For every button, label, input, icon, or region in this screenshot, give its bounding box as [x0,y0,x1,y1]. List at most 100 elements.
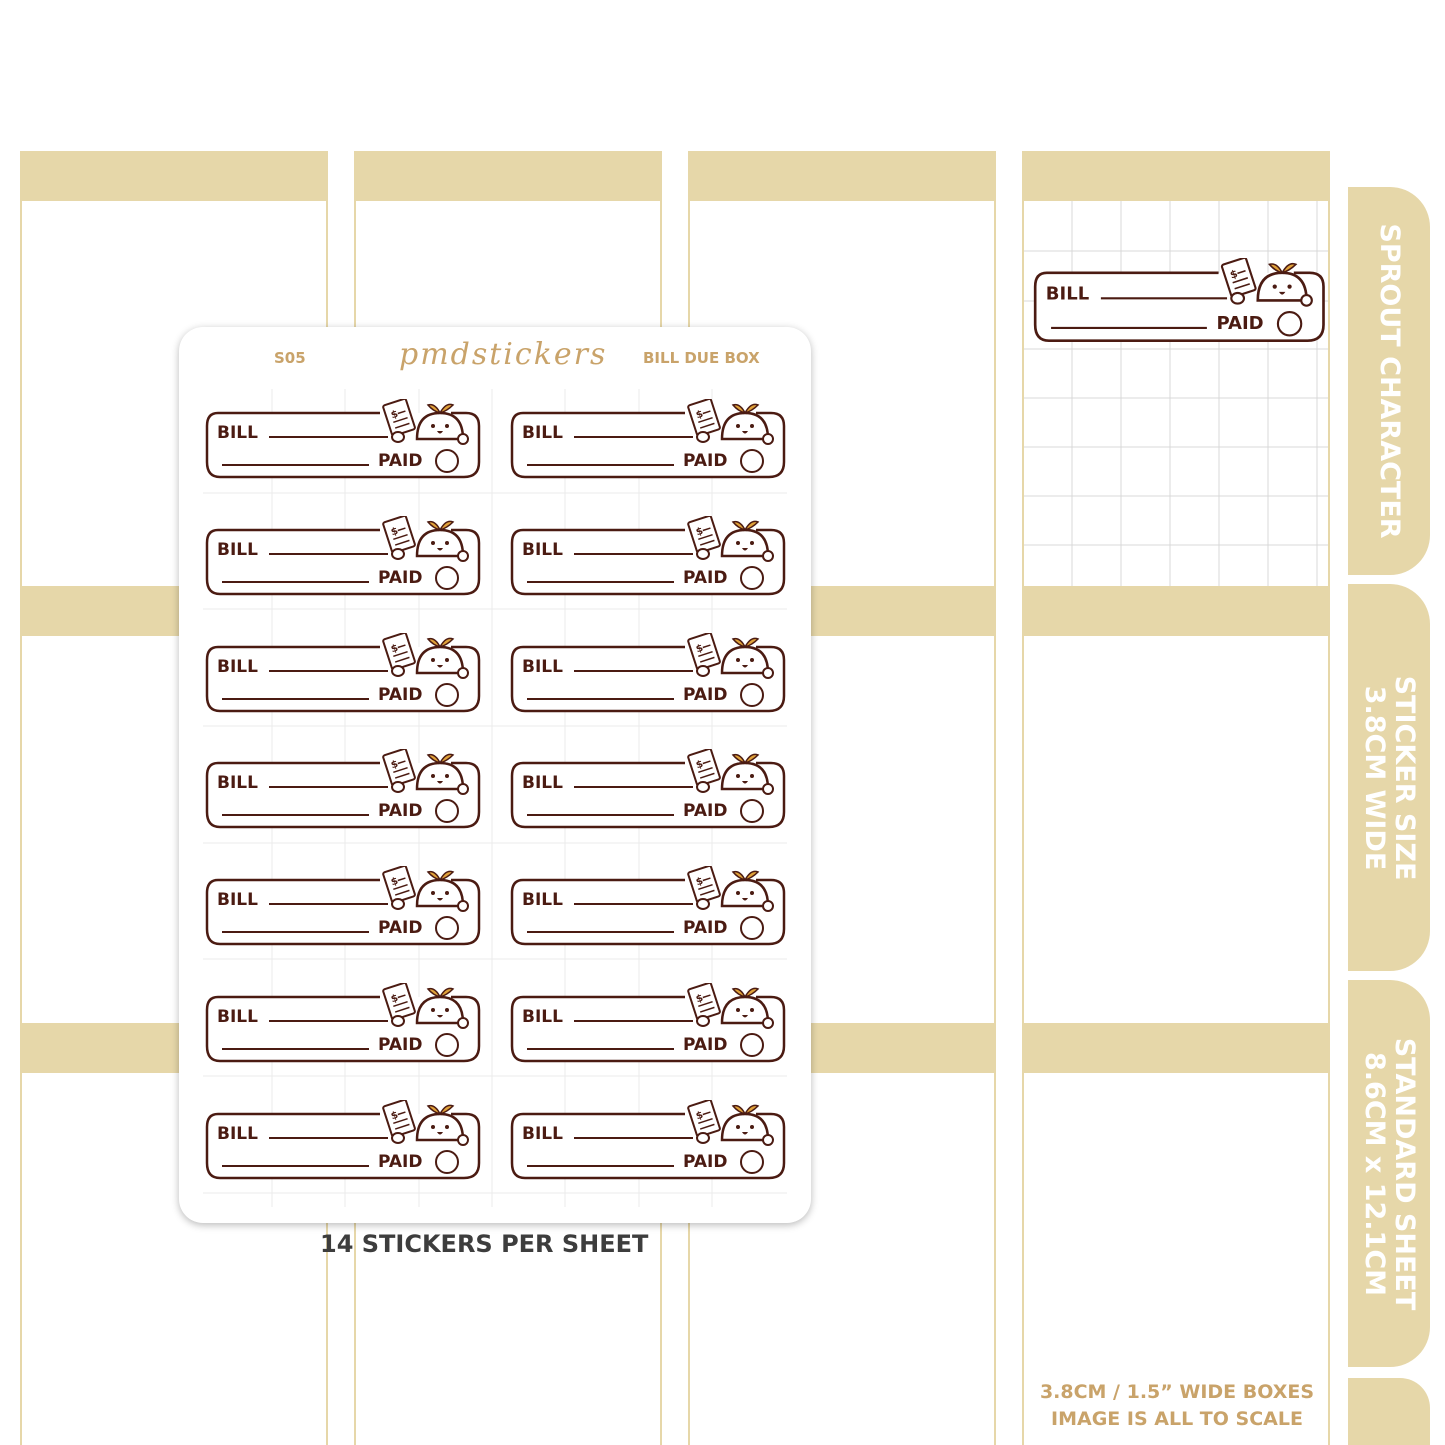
bill-label: BILL [522,1007,563,1027]
bill-sticker: $ BILL PAID [509,515,789,606]
side-tab-text: SPROUT CHARACTER [1374,223,1405,539]
svg-text:$: $ [695,409,705,422]
bill-label: BILL [522,539,563,560]
side-tab-size: STICKER SIZE 3.8CM WIDE [1348,584,1430,971]
svg-text:$: $ [695,642,705,655]
svg-text:$: $ [695,526,705,539]
bill-label: BILL [217,539,258,560]
scale-note-line2: IMAGE IS ALL TO SCALE [1051,1408,1303,1430]
day-header-band [1024,1023,1328,1073]
bill-sticker: $ BILL PAID [509,632,789,723]
sheet-title: BILL DUE BOX [643,349,760,367]
bill-sticker-art: $ [205,399,481,479]
scale-note-line1: 3.8CM / 1.5” WIDE BOXES [1039,1381,1315,1403]
svg-text:$: $ [695,876,705,889]
bill-label: BILL [217,890,258,911]
paid-label: PAID [378,1151,423,1172]
paid-label: PAID [683,801,728,822]
bill-sticker: $ BILL PAID [509,749,789,839]
side-tab-text: STANDARD SHEET 8.6CM x 12.1CM [1359,1037,1420,1310]
svg-text:$: $ [1229,268,1240,282]
sheet-code: S05 [274,349,306,367]
bill-label: BILL [217,1123,258,1144]
bill-sticker-art: $ [1033,258,1325,343]
sticker-sheet: S05 pmdstickers BILL DUE BOX $ BILL PAID $ B… [179,327,811,1223]
bill-sticker: $ BILL PAID [204,1099,484,1190]
svg-text:$: $ [390,876,400,889]
paid-label: PAID [683,567,728,588]
side-tab-text: STICKER SIZE 3.8CM WIDE [1359,675,1420,880]
bill-sticker-art: $ [510,632,786,712]
bill-label: BILL [217,656,258,677]
paid-label: PAID [1216,313,1264,335]
bill-sticker-art: $ [510,1099,786,1180]
bill-label: BILL [522,423,563,443]
paid-label: PAID [378,567,423,588]
bill-sticker-art: $ [205,632,481,712]
bill-sticker-art: $ [205,1099,481,1180]
bill-sticker-art: $ [510,749,786,829]
paid-label: PAID [683,451,728,471]
bill-sticker-art: $ [510,983,786,1063]
day-header-band [1024,151,1328,201]
svg-text:$: $ [695,1110,705,1123]
bill-label: BILL [1045,283,1090,305]
bill-sticker-art: $ [205,749,481,829]
bill-sticker: $ BILL PAID [509,399,789,489]
bill-sticker: $ BILL PAID [204,632,484,723]
bill-sticker-art: $ [205,866,481,946]
day-header-band [356,151,660,201]
paid-label: PAID [683,684,728,705]
svg-text:$: $ [390,409,400,422]
svg-text:$: $ [390,526,400,539]
svg-text:$: $ [390,993,400,1006]
day-header-band [690,151,994,201]
bill-sticker: $ BILL PAID [509,1099,789,1190]
bill-sticker: $ BILL PAID [204,983,484,1073]
svg-text:$: $ [390,759,400,772]
bill-sticker-art: $ [205,515,481,596]
bill-sticker: $ BILL PAID [509,983,789,1073]
bill-label: BILL [522,890,563,911]
paid-label: PAID [378,801,423,822]
sample-sticker: $ BILL PAID [1032,258,1329,353]
brand-logo-text: pmdstickers [399,337,608,372]
svg-text:$: $ [390,1110,400,1123]
planner-column-4 [1022,151,1330,1445]
paid-label: PAID [378,451,423,471]
paid-label: PAID [683,1151,728,1172]
side-tab-sheet: STANDARD SHEET 8.6CM x 12.1CM [1348,980,1430,1367]
bill-sticker-art: $ [510,866,786,946]
svg-text:$: $ [695,993,705,1006]
bill-sticker: $ BILL PAID [509,866,789,956]
bill-label: BILL [522,656,563,677]
bill-label: BILL [217,773,258,794]
stickers-per-sheet-caption: 14 STICKERS PER SHEET [320,1230,649,1258]
side-tab-line: STANDARD SHEET [1389,1037,1420,1310]
bill-sticker: $ BILL PAID [204,866,484,956]
bill-sticker-art: $ [205,983,481,1063]
svg-text:$: $ [695,759,705,772]
bill-label: BILL [522,1123,563,1144]
side-tab-line: 3.8CM WIDE [1359,685,1390,870]
side-tab-partial [1348,1378,1430,1445]
paid-label: PAID [378,1035,423,1055]
side-tab-line: SPROUT CHARACTER [1374,223,1405,539]
day-header-band [22,151,326,201]
day-header-band [1024,586,1328,636]
bill-label: BILL [522,773,563,794]
bill-sticker-art: $ [510,515,786,596]
svg-text:$: $ [390,642,400,655]
bill-sticker: $ BILL PAID [204,515,484,606]
bill-sticker: $ BILL PAID [204,749,484,839]
paid-label: PAID [378,918,423,939]
paid-label: PAID [378,684,423,705]
side-tab-line: STICKER SIZE [1389,675,1420,880]
side-tab-line: 8.6CM x 12.1CM [1359,1051,1390,1296]
bill-sticker: $ BILL PAID [204,399,484,489]
bill-sticker-art: $ [510,399,786,479]
bill-label: BILL [217,1007,258,1027]
bill-label: BILL [217,423,258,443]
paid-label: PAID [683,1035,728,1055]
paid-label: PAID [683,918,728,939]
